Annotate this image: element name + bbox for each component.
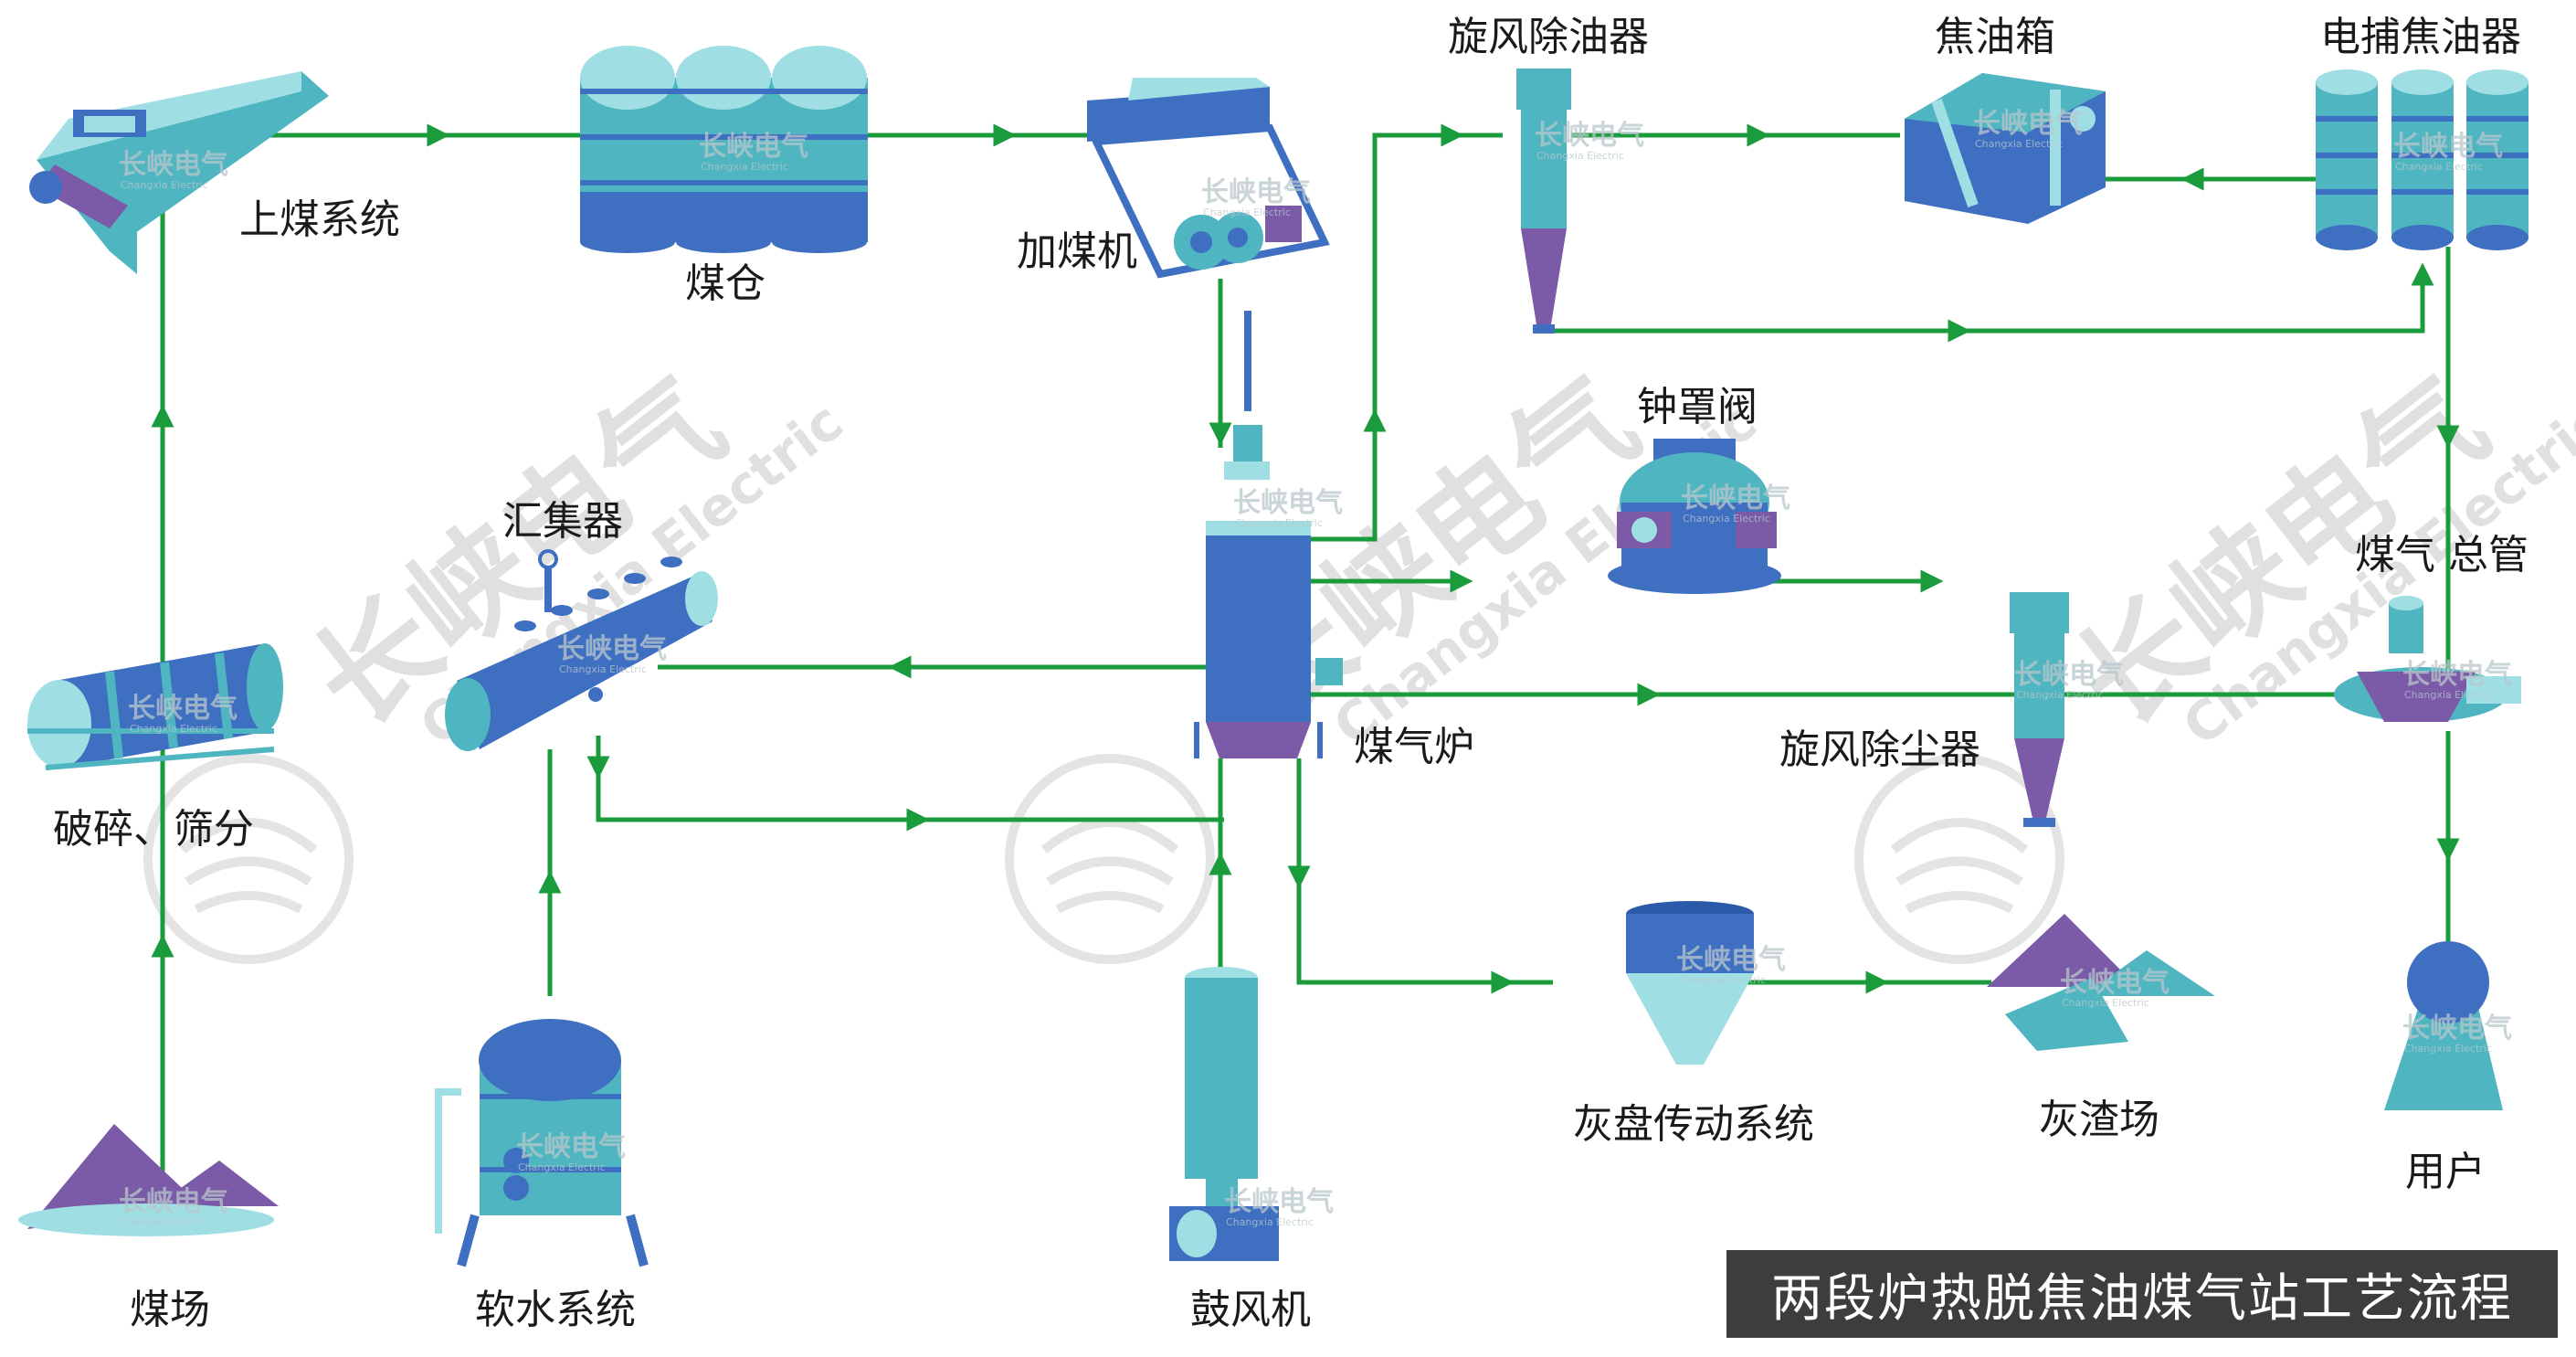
watermark-en: Changxia Electric <box>2062 997 2149 1009</box>
watermark-cn: 长峡电气 <box>516 1131 626 1163</box>
label-gas-furnace: 煤气炉 <box>1354 724 1474 770</box>
watermark-cn: 长峡电气 <box>2014 659 2124 691</box>
watermark-en: Changxia Electric <box>518 1161 606 1173</box>
watermark-cn: 长峡电气 <box>2402 1012 2512 1044</box>
bell-valve-equipment <box>1608 439 1781 594</box>
watermark-cn: 长峡电气 <box>557 633 667 665</box>
ash-plate-equipment <box>1626 901 1754 1065</box>
watermark-en: Changxia Electric <box>1975 138 2063 150</box>
watermark-cn: 长峡电气 <box>2393 131 2503 163</box>
label-crusher-screen: 破碎、筛分 <box>53 806 254 853</box>
watermark-en: Changxia Electric <box>2404 689 2492 701</box>
watermark-en: Changxia Electric <box>121 1216 208 1228</box>
label-bell-valve: 钟罩阀 <box>1637 384 1758 430</box>
watermark-cn: 长峡电气 <box>699 131 808 163</box>
label-cyclone-dust-remover: 旋风除尘器 <box>1779 726 1980 773</box>
label-ash-yard: 灰渣场 <box>2039 1097 2159 1143</box>
cyclone-dust-remover-equipment <box>2010 592 2069 827</box>
softened-water-equipment <box>435 1019 649 1267</box>
flow-lines <box>128 123 2460 1179</box>
watermark-cn: 长峡电气 <box>2402 659 2512 691</box>
label-blower: 鼓风机 <box>1190 1287 1311 1333</box>
user-equipment <box>2384 941 2503 1110</box>
gas-main-equipment <box>2334 596 2521 722</box>
electrostatic-tar-catcher-equipment <box>2316 69 2528 250</box>
equipment-labels: 上煤系统 煤仓 加煤机 旋风除油器 焦油箱 电捕焦油器 钟罩阀 汇集器 煤气 总… <box>53 14 2528 1333</box>
coal-silo-equipment <box>580 46 868 253</box>
watermark-en: Changxia Electric <box>1678 974 1766 986</box>
watermark-cn: 长峡电气 <box>1224 1186 1334 1218</box>
label-coal-conveyor: 上煤系统 <box>239 196 400 243</box>
watermark-cn: 长峡电气 <box>128 693 238 725</box>
watermark-cn: 长峡电气 <box>1233 487 1343 519</box>
watermark-en: Changxia Electric <box>2016 689 2104 701</box>
label-coal-yard: 煤场 <box>130 1287 210 1333</box>
coal-yard-equipment <box>18 1124 279 1236</box>
title-banner: 两段炉热脱焦油煤气站工艺流程 <box>1726 1250 2558 1338</box>
watermark-cn: 长峡电气 <box>1535 120 1644 152</box>
watermark-en: Changxia Electric <box>1683 513 1770 525</box>
label-ash-plate: 灰盘传动系统 <box>1573 1101 1814 1148</box>
watermark-cn: 长峡电气 <box>119 1186 228 1218</box>
collector-equipment <box>445 549 718 751</box>
watermark-cn: 长峡电气 <box>1681 482 1790 514</box>
cyclone-oil-remover-equipment <box>1516 69 1571 334</box>
watermark-en: Changxia Electric <box>1235 517 1323 529</box>
watermark-en: Changxia Electric <box>1226 1216 1314 1228</box>
background-watermarks: 长峡电气 Changxia Electric 长峡电气 Changxia Ele… <box>143 351 2576 964</box>
coal-feeder-equipment <box>1087 78 1330 279</box>
watermark-en: Changxia Electric <box>701 161 788 173</box>
diagram-title: 两段炉热脱焦油煤气站工艺流程 <box>1771 1268 2513 1329</box>
watermark-en: Changxia Electric <box>1536 150 1624 162</box>
label-cyclone-oil-remover: 旋风除油器 <box>1448 14 1649 60</box>
label-coal-silo: 煤仓 <box>685 260 765 307</box>
watermark-cn: 长峡电气 <box>1201 176 1311 208</box>
ash-yard-equipment <box>1987 914 2215 1051</box>
watermark-cn: 长峡电气 <box>1676 944 1786 976</box>
watermark-en: Changxia Electric <box>1203 207 1291 218</box>
coal-conveyor-equipment <box>29 71 329 274</box>
watermark-cn: 长峡电气 <box>119 149 228 181</box>
label-coal-feeder: 加煤机 <box>1017 228 1137 275</box>
watermark-en: Changxia Electric <box>130 723 217 735</box>
watermark-en: Changxia Electric <box>559 663 647 675</box>
blower-equipment <box>1169 967 1279 1261</box>
watermark-cn: 长峡电气 <box>2060 967 2170 999</box>
label-gas-main: 煤气 总管 <box>2355 532 2528 578</box>
crusher-screen-equipment <box>27 643 283 770</box>
label-softened-water: 软水系统 <box>475 1287 636 1333</box>
gas-furnace-equipment <box>1194 311 1343 758</box>
label-user: 用户 <box>2405 1149 2486 1195</box>
tar-tank-equipment <box>1905 73 2106 224</box>
watermark-cn: 长峡电气 <box>1973 108 2083 140</box>
watermark-en: Changxia Electric <box>121 179 208 191</box>
watermark-en: Changxia Electric <box>2404 1043 2492 1055</box>
label-collector: 汇集器 <box>502 498 623 545</box>
label-tar-tank: 焦油箱 <box>1935 14 2055 60</box>
watermark-en: Changxia Electric <box>2395 161 2483 173</box>
label-electrostatic-tar-catcher: 电捕焦油器 <box>2320 14 2521 60</box>
